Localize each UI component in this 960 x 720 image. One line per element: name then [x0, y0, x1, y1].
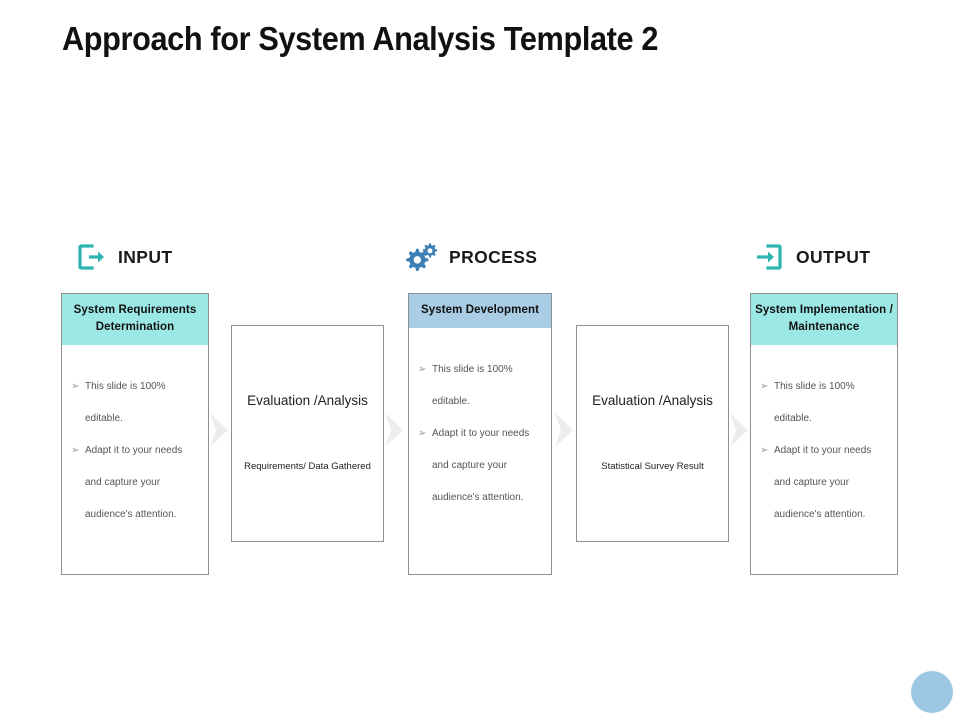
- bullet-item-continuation: editable.: [760, 403, 887, 435]
- section-label-output: OUTPUT: [796, 246, 871, 267]
- info-box-title: Evaluation /Analysis: [247, 393, 368, 408]
- bullet-text: editable.: [432, 396, 470, 407]
- bullet-item-continuation: audience's attention.: [418, 482, 541, 514]
- bullet-text: audience's attention.: [774, 509, 866, 520]
- info-box-title: Evaluation /Analysis: [592, 393, 713, 408]
- bullet-marker-icon: ➢: [418, 428, 427, 439]
- bullet-item: ➢ Adapt it to your needs: [71, 435, 198, 467]
- bullet-item: ➢ Adapt it to your needs: [418, 418, 541, 450]
- card-body: ➢ This slide is 100% editable. ➢ Adapt i…: [62, 345, 208, 541]
- bullet-item-continuation: editable.: [418, 386, 541, 418]
- bullet-text: audience's attention.: [432, 492, 524, 503]
- bullet-marker-icon: ➢: [71, 381, 80, 392]
- info-box-evaluation-analysis-2[interactable]: Evaluation /Analysis Statistical Survey …: [576, 325, 729, 542]
- bullet-marker-icon: ➢: [418, 364, 427, 375]
- bullet-text: This slide is 100%: [774, 381, 855, 392]
- bullet-item: ➢ This slide is 100%: [760, 371, 887, 403]
- export-arrow-icon: [74, 240, 108, 274]
- chevron-right-arrow-icon: [728, 411, 754, 449]
- bullet-item-continuation: audience's attention.: [71, 499, 198, 531]
- bullet-item: ➢ This slide is 100%: [418, 354, 541, 386]
- card-header-title: System Requirements Determination: [62, 294, 208, 345]
- bullet-item-continuation: and capture your: [418, 450, 541, 482]
- import-arrow-icon: [752, 240, 786, 274]
- bullet-text: editable.: [774, 413, 812, 424]
- gears-icon: [405, 240, 439, 274]
- bullet-text: Adapt it to your needs: [432, 428, 530, 439]
- page-title: Approach for System Analysis Template 2: [62, 20, 659, 57]
- card-body: ➢ This slide is 100% editable. ➢ Adapt i…: [751, 345, 897, 541]
- info-box-subtitle: Requirements/ Data Gathered: [244, 461, 371, 472]
- bullet-item-continuation: and capture your: [760, 467, 887, 499]
- bullet-item: ➢ This slide is 100%: [71, 371, 198, 403]
- bullet-list: ➢ This slide is 100% editable. ➢ Adapt i…: [760, 371, 887, 531]
- bullet-text: and capture your: [432, 460, 508, 471]
- bullet-item: ➢ Adapt it to your needs: [760, 435, 887, 467]
- section-label-process: PROCESS: [449, 246, 538, 267]
- bullet-text: and capture your: [774, 477, 850, 488]
- decorative-circle: [911, 671, 953, 713]
- section-label-input: INPUT: [118, 246, 173, 267]
- bullet-text: Adapt it to your needs: [85, 445, 183, 456]
- bullet-list: ➢ This slide is 100% editable. ➢ Adapt i…: [71, 371, 198, 531]
- bullet-marker-icon: ➢: [760, 381, 769, 392]
- bullet-marker-icon: ➢: [760, 445, 769, 456]
- chevron-right-arrow-icon: [383, 411, 409, 449]
- bullet-text: Adapt it to your needs: [774, 445, 872, 456]
- bullet-item-continuation: editable.: [71, 403, 198, 435]
- stage-card-system-implementation-maintenance[interactable]: System Implementation / Maintenance ➢ Th…: [750, 293, 898, 575]
- bullet-text: editable.: [85, 413, 123, 424]
- info-box-subtitle: Statistical Survey Result: [601, 461, 704, 472]
- card-header-title: System Implementation / Maintenance: [751, 294, 897, 345]
- bullet-text: This slide is 100%: [432, 364, 513, 375]
- section-header-process: PROCESS: [405, 237, 537, 277]
- bullet-item-continuation: and capture your: [71, 467, 198, 499]
- bullet-marker-icon: ➢: [71, 445, 80, 456]
- info-box-evaluation-analysis-1[interactable]: Evaluation /Analysis Requirements/ Data …: [231, 325, 384, 542]
- chevron-right-arrow-icon: [553, 411, 579, 449]
- chevron-right-arrow-icon: [208, 411, 234, 449]
- card-body: ➢ This slide is 100% editable. ➢ Adapt i…: [409, 328, 551, 524]
- bullet-list: ➢ This slide is 100% editable. ➢ Adapt i…: [418, 354, 541, 514]
- card-header-title: System Development: [409, 294, 551, 328]
- stage-card-system-requirements-determination[interactable]: System Requirements Determination ➢ This…: [61, 293, 209, 575]
- section-header-input: INPUT: [74, 237, 173, 277]
- bullet-text: and capture your: [85, 477, 161, 488]
- bullet-item-continuation: audience's attention.: [760, 499, 887, 531]
- stage-card-system-development[interactable]: System Development ➢ This slide is 100% …: [408, 293, 552, 575]
- section-header-output: OUTPUT: [752, 237, 870, 277]
- bullet-text: This slide is 100%: [85, 381, 166, 392]
- bullet-text: audience's attention.: [85, 509, 177, 520]
